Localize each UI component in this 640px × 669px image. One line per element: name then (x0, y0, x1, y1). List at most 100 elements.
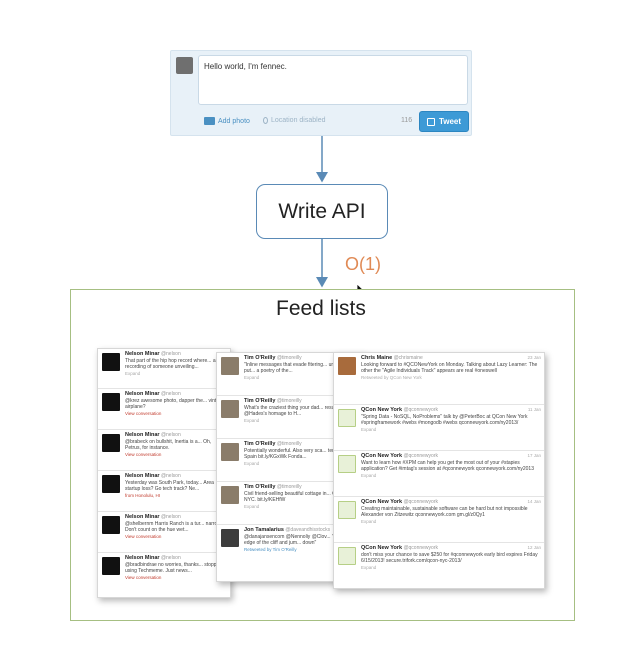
tweet-footer-link[interactable]: Retweeted by QCon New York (361, 375, 422, 380)
tweet-author-name[interactable]: QCon New York (361, 499, 403, 505)
tweet-avatar[interactable] (221, 486, 239, 504)
tweet-author-name[interactable]: Tim O'Reilly (244, 484, 276, 490)
tweet-compose-box: Hello world, I'm fennec. Add photo Locat… (170, 50, 472, 136)
tweet-footer-link[interactable]: View conversation (125, 452, 162, 457)
location-toggle[interactable]: Location disabled (263, 117, 326, 124)
tweet-author-name[interactable]: Nelson Minar (125, 514, 160, 520)
tweet-avatar[interactable] (338, 455, 356, 473)
tweet-text-input[interactable]: Hello world, I'm fennec. (198, 55, 468, 105)
tweet-avatar[interactable] (338, 357, 356, 375)
tweet-text: @bradbindrae no worries, thanks... stopp… (125, 562, 223, 574)
tweet-avatar[interactable] (338, 547, 356, 565)
tweet-footer-link[interactable]: Retweeted by Tim O'Reilly (244, 547, 297, 552)
tweet-handle: @nelson (160, 473, 181, 479)
tweet-author-name[interactable]: Nelson Minar (125, 391, 160, 397)
tweet-footer-link[interactable]: Expand (244, 504, 260, 509)
tweet-author-name[interactable]: Tim O'Reilly (244, 441, 276, 447)
compose-icon (426, 117, 435, 126)
tweet-button[interactable]: Tweet (419, 111, 469, 132)
tweet-text: Creating maintainable, sustainable softw… (361, 506, 528, 518)
tweet-author-name[interactable]: QCon New York (361, 545, 403, 551)
tweet-text: Potentially wonderful. Also very sca... … (244, 448, 349, 460)
tweet-text: That part of the hip hop record where...… (125, 358, 216, 370)
write-api-node: Write API (256, 184, 388, 239)
add-photo-button[interactable]: Add photo (204, 117, 250, 125)
tweet-item[interactable]: Jon Tamalarius @daveandhisstocks@danajan… (217, 525, 365, 581)
tweet-text: don't miss your chance to save $250 for … (361, 552, 538, 564)
tweet-handle: @qconnewyork (403, 545, 438, 551)
tweet-avatar[interactable] (102, 434, 120, 452)
tweet-footer-link[interactable]: Expand (361, 519, 377, 524)
tweet-footer-link[interactable]: Expand (244, 375, 260, 380)
tweet-author-name[interactable]: Tim O'Reilly (244, 398, 276, 404)
feed-lists-title: Feed lists (276, 297, 366, 320)
tweet-footer-link[interactable]: Expand (244, 461, 260, 466)
tweet-footer-link[interactable]: from Honolulu, HI (125, 493, 161, 498)
tweet-handle: @nelson (160, 391, 181, 397)
tweet-footer-link[interactable]: Expand (361, 565, 377, 570)
tweet-handle: @qconnewyork (403, 407, 438, 413)
tweet-footer-link[interactable]: View conversation (125, 534, 162, 539)
tweet-text: What's the craziest thing your dad... re… (244, 405, 351, 417)
tweet-author-name[interactable]: Chris Maine (361, 355, 393, 361)
tweet-author-name[interactable]: Tim O'Reilly (244, 355, 276, 361)
tweet-timestamp: 12 Jan (527, 545, 541, 550)
tweet-avatar[interactable] (102, 393, 120, 411)
tweet-handle: @timoreilly (276, 484, 302, 490)
tweet-item[interactable]: Nelson Minar @nelson@brabeck on bullshit… (98, 430, 230, 471)
tweet-item[interactable]: Nelson Minar @nelson@krez awesome photo,… (98, 389, 230, 430)
location-label: Location disabled (271, 117, 326, 124)
tweet-item[interactable]: Nelson Minar @nelson@shelbernm Harris Ra… (98, 512, 230, 553)
tweet-avatar[interactable] (102, 353, 120, 371)
tweet-author-name[interactable]: QCon New York (361, 407, 403, 413)
tweet-footer-link[interactable]: Expand (361, 427, 377, 432)
tweet-author-name[interactable]: Nelson Minar (125, 555, 160, 561)
tweet-handle: @daveandhisstocks (285, 527, 331, 533)
tweet-text: @danajansencom @Nennoliy @Clov... "Go to… (244, 534, 355, 546)
tweet-handle: @nelson (160, 432, 181, 438)
tweet-item[interactable]: QCon New York @qconnewyork 12 Jan don't mi… (334, 543, 544, 588)
tweet-avatar[interactable] (221, 529, 239, 547)
tweet-footer-link[interactable]: View conversation (125, 411, 162, 416)
tweet-footer-link[interactable]: Expand (361, 473, 377, 478)
complexity-label: O(1) (345, 254, 381, 274)
tweet-footer-link[interactable]: Expand (244, 418, 260, 423)
feed-list-card: Nelson Minar @nelson That part of the hip… (97, 348, 231, 598)
tweet-text: "Spring Data - NoSQL, NoProblems" talk b… (361, 414, 528, 426)
tweet-avatar[interactable] (221, 400, 239, 418)
tweet-avatar[interactable] (338, 501, 356, 519)
tweet-timestamp: 17 Jan (527, 453, 541, 458)
tweet-author-name[interactable]: QCon New York (361, 453, 403, 459)
tweet-text: @shelbernm Harris Ranch is a tur... narr… (125, 521, 223, 533)
tweet-handle: @qconnewyork (403, 453, 438, 459)
tweet-author-name[interactable]: Jon Tamalarius (244, 527, 284, 533)
tweet-timestamp: 23 Jan (527, 355, 541, 360)
tweet-author-name[interactable]: Nelson Minar (125, 432, 160, 438)
tweet-avatar[interactable] (102, 557, 120, 575)
tweet-footer-link[interactable]: Expand (125, 371, 141, 376)
tweet-avatar[interactable] (102, 475, 120, 493)
tweet-avatar[interactable] (102, 516, 120, 534)
tweet-author-name[interactable]: Nelson Minar (125, 473, 160, 479)
tweet-avatar[interactable] (221, 443, 239, 461)
tweet-author-name[interactable]: Nelson Minar (125, 351, 160, 357)
tweet-item[interactable]: Nelson Minar @nelson@bradbindrae no worr… (98, 553, 230, 594)
tweet-text: Looking forward to #QCONewYork on Monday… (361, 362, 538, 374)
tweet-avatar[interactable] (338, 409, 356, 427)
write-api-label: Write API (278, 199, 366, 223)
tweet-footer-link[interactable]: View conversation (125, 575, 162, 580)
tweet-text: @krez awesome photo, dapper the... vinta… (125, 398, 225, 410)
tweet-item[interactable]: Tim O'Reilly @timoreilly4 Mar"Inline mes… (217, 353, 365, 396)
tweet-handle: @timoreilly (276, 355, 302, 361)
tweet-avatar[interactable] (221, 357, 239, 375)
